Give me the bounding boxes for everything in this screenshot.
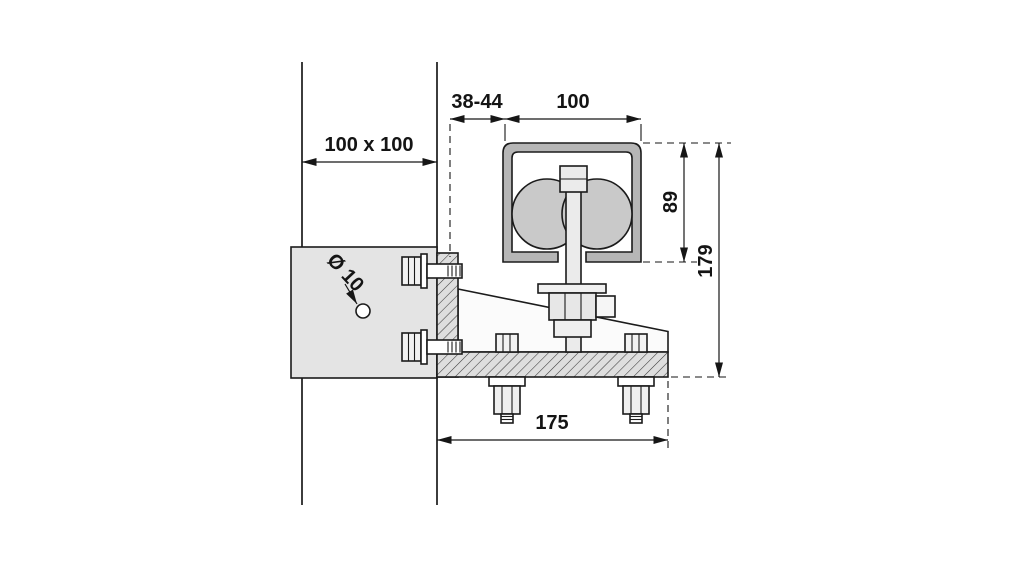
hole-leader-arrow xyxy=(344,283,358,305)
bolt-head xyxy=(495,333,519,353)
bolt-stub xyxy=(500,413,514,424)
bolt-washer xyxy=(488,376,526,387)
dimension-base-length: 175 xyxy=(437,381,669,448)
side-fitting xyxy=(595,295,616,318)
dimension-post-section: 100 x 100 xyxy=(302,134,437,166)
plate-bolt-lower xyxy=(401,329,463,365)
dimension-offset: 38-44 xyxy=(449,91,505,257)
base-length-label: 175 xyxy=(535,412,568,434)
base-bolt-right xyxy=(617,333,655,424)
hanger-lock-nut xyxy=(553,319,592,338)
base-bolt-left xyxy=(488,333,526,424)
dimension-overall-height: 179 xyxy=(671,143,731,378)
bolt-shaft xyxy=(426,339,463,355)
bolt-head xyxy=(401,256,422,286)
channel-height-label: 89 xyxy=(660,191,682,213)
drill-hole xyxy=(355,303,371,319)
channel-width-label: 100 xyxy=(556,91,589,113)
bolt-head xyxy=(401,332,422,362)
hanger-nut xyxy=(548,292,597,321)
overall-height-label: 179 xyxy=(695,244,717,277)
dimension-channel-width: 100 xyxy=(504,91,642,141)
offset-label: 38-44 xyxy=(451,91,503,113)
hanger-washer xyxy=(537,283,607,294)
plate-bolt-upper xyxy=(401,253,463,289)
bolt-head xyxy=(624,333,648,353)
bolt-washer xyxy=(617,376,655,387)
bolt-nut xyxy=(493,385,521,415)
bolt-stub xyxy=(629,413,643,424)
bolt-shaft xyxy=(426,263,463,279)
trolley-hanger xyxy=(537,165,616,353)
post-section-label: 100 x 100 xyxy=(325,134,414,156)
bolt-washer xyxy=(420,329,428,365)
track-channel xyxy=(502,142,642,263)
bolt-nut xyxy=(622,385,650,415)
dimension-channel-height: 89 xyxy=(643,142,731,263)
bracket-base-plate xyxy=(436,351,669,378)
bolt-washer xyxy=(420,253,428,289)
